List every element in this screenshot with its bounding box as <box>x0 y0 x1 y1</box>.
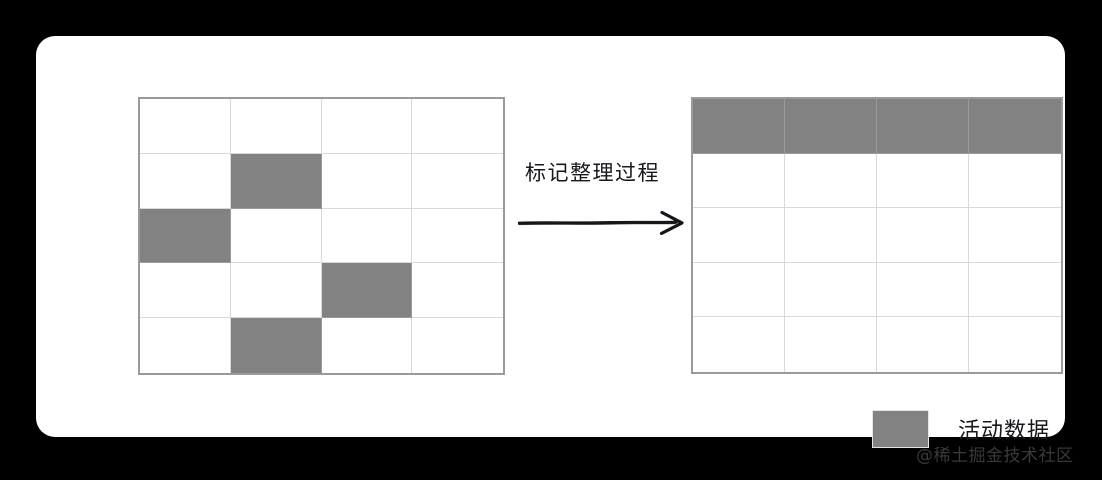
grid-cell <box>140 208 231 264</box>
grid-cell <box>785 262 877 318</box>
transition-label: 标记整理过程 <box>525 161 660 185</box>
grid-cell <box>140 99 231 154</box>
grid-cell <box>877 153 969 209</box>
grid-cell <box>693 99 785 154</box>
grid-cell <box>969 262 1061 318</box>
grid-cell <box>412 208 503 264</box>
grid-cell <box>785 317 877 372</box>
transition-group: 标记整理过程 <box>518 159 690 239</box>
grid-cell <box>321 99 413 154</box>
grid-cell <box>969 99 1061 154</box>
grid-cell <box>321 263 413 319</box>
grid-cell <box>693 262 785 318</box>
grid-cell <box>693 153 785 209</box>
grid-cell <box>877 262 969 318</box>
grid-cell <box>230 153 322 209</box>
grid-cell <box>321 153 413 209</box>
grid-cell <box>230 99 322 154</box>
legend-swatch-active-data <box>872 410 929 448</box>
grid-cell <box>321 208 413 264</box>
grid-cell <box>693 317 785 372</box>
heap-grid-after <box>691 97 1063 374</box>
grid-cell <box>412 153 503 209</box>
grid-cell <box>321 318 413 373</box>
grid-cell <box>785 99 877 154</box>
grid-cell <box>785 153 877 209</box>
grid-cell <box>969 153 1061 209</box>
diagram-card: 标记整理过程 活动数据 <box>36 36 1065 448</box>
grid-cell <box>969 317 1061 372</box>
grid-cell <box>693 208 785 263</box>
legend: 活动数据 <box>872 408 1050 450</box>
legend-label-active-data: 活动数据 <box>958 419 1051 444</box>
grid-cell <box>969 208 1061 263</box>
grid-cell <box>412 318 503 373</box>
grid-cell <box>412 263 503 319</box>
grid-cell <box>412 99 503 154</box>
grid-cell <box>230 263 322 319</box>
grid-cell <box>877 99 969 154</box>
grid-cell <box>877 208 969 263</box>
grid-cell <box>140 318 231 373</box>
grid-cell <box>877 317 969 372</box>
grid-cell <box>140 263 231 319</box>
right-arrow-icon <box>518 210 684 235</box>
grid-cell <box>140 153 231 209</box>
watermark: @稀土掘金技术社区 <box>916 446 1074 466</box>
grid-cell <box>230 208 322 264</box>
grid-cell <box>785 208 877 263</box>
grid-cell <box>230 318 322 373</box>
heap-grid-before <box>138 97 505 375</box>
